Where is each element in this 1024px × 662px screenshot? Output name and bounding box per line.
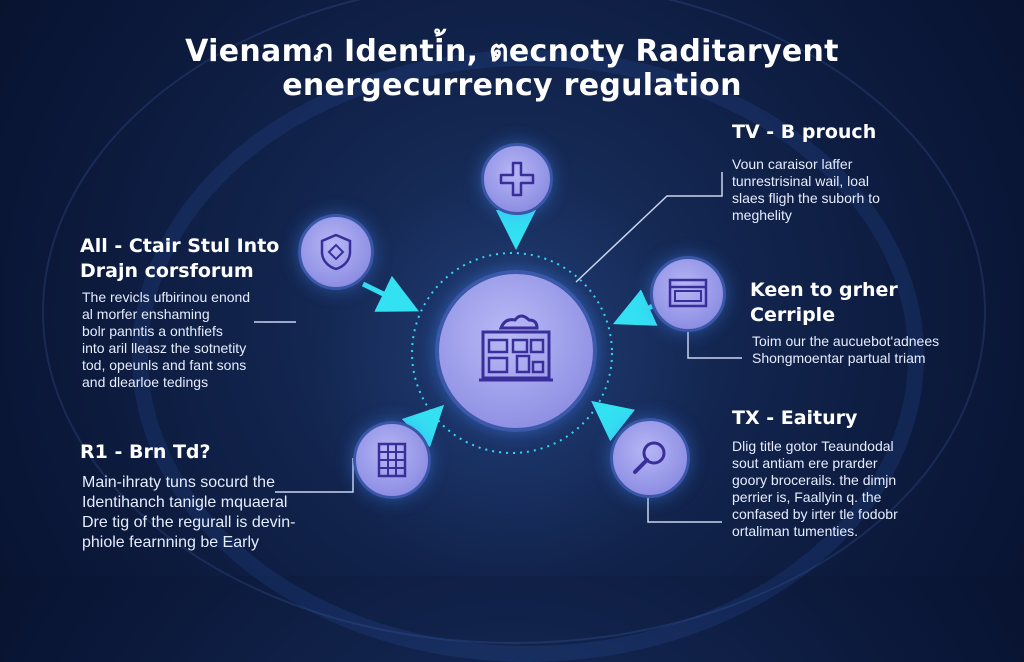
connector-top-right <box>575 172 723 283</box>
document-grid-icon <box>375 441 409 479</box>
arrow-left <box>361 275 419 312</box>
section-top-right-heading: TV - B prouch <box>732 121 877 143</box>
body-line: tunrestrisinal wail, loal <box>732 173 869 189</box>
section-bottom-right-heading: TX - Eaitury <box>732 407 858 429</box>
section-right-heading: Keen to grher Cerriple <box>750 278 898 328</box>
section-bottom-left-body: Main-ihraty tuns socurd the Identihanch … <box>82 473 295 553</box>
heading-line: Cerriple <box>750 304 836 326</box>
dotted-orbit <box>411 252 613 454</box>
magnifier-icon <box>630 438 670 478</box>
body-line: sout antiam ere prarder <box>732 455 878 471</box>
body-line: Shongmoentar partual triam <box>752 350 926 366</box>
section-bottom-left-heading: R1 - Brn Td? <box>80 441 211 463</box>
center-node <box>435 270 597 432</box>
body-line: phiole fearnning be Early <box>82 534 260 551</box>
node-right <box>650 256 726 332</box>
body-line: and dlearloe tedings <box>82 374 209 390</box>
body-line: tod, opeunls and fant sons <box>82 357 247 373</box>
body-line: goory brocerails. the dimjn <box>732 472 897 488</box>
body-line: bolr panntis a onthfiefs <box>82 323 223 339</box>
body-line: into aril lleasz the sotnetity <box>82 340 247 356</box>
node-bottom-right <box>610 418 690 498</box>
browser-window-icon <box>667 276 709 312</box>
arrow-right <box>612 289 658 326</box>
heading-line: All - Ctair Stul Into <box>80 235 280 257</box>
heading-line: Drajn corsforum <box>80 260 254 282</box>
node-left <box>298 214 374 290</box>
arrow-bottom-left <box>401 404 445 448</box>
body-line: Toim our the aucuebot'adnees <box>752 333 940 349</box>
body-line: The revicls ufbirinou enond <box>82 289 251 305</box>
node-top <box>481 143 553 215</box>
body-line: Main-ihraty tuns socurd the <box>82 474 275 491</box>
connector-bottom-left <box>275 458 354 493</box>
body-line: Dre tig of the regurall is devin- <box>82 514 296 531</box>
body-line: Voun caraisor laffer <box>732 156 853 172</box>
section-right-body: Toim our the aucuebot'adnees Shongmoenta… <box>752 333 939 367</box>
section-left-body: The revicls ufbirinou enond al morfer en… <box>82 289 250 391</box>
diagram-connectors <box>254 172 742 523</box>
section-bottom-right-body: Dlig title gotor Teaundodal sout antiam … <box>732 438 898 540</box>
arrow-bottom-right <box>591 400 635 442</box>
node-bottom-left <box>353 421 431 499</box>
body-line: meghelity <box>732 207 792 223</box>
body-line: ortaliman tumenties. <box>732 523 859 539</box>
body-line: Dlig title gotor Teaundodal <box>732 438 894 454</box>
connector-bottom-right <box>647 486 722 523</box>
section-top-right-body: Voun caraisor laffer tunrestrisinal wail… <box>732 156 880 224</box>
body-line: slaes fligh the suborh to <box>732 190 880 206</box>
heading-line: Keen to grher <box>750 279 898 301</box>
shield-badge-icon <box>316 232 356 272</box>
body-line: Identihanch tanigle mquaeral <box>82 494 288 511</box>
title-line-2: energecurrency regulation <box>282 68 742 103</box>
body-line: al morfer enshaming <box>82 306 210 322</box>
body-line: confased by irter tle fodobr <box>732 506 898 522</box>
body-line: perrier is, Faallyin q. the <box>732 489 882 505</box>
section-left-heading: All - Ctair Stul Into Drajn corsforum <box>80 234 279 284</box>
building-server-icon <box>473 308 559 394</box>
title-line-1: Vienamภ Identi้n, ตecnoty Raditaryent <box>185 34 839 69</box>
plus-cross-icon <box>497 159 537 199</box>
connector-right <box>687 325 742 359</box>
